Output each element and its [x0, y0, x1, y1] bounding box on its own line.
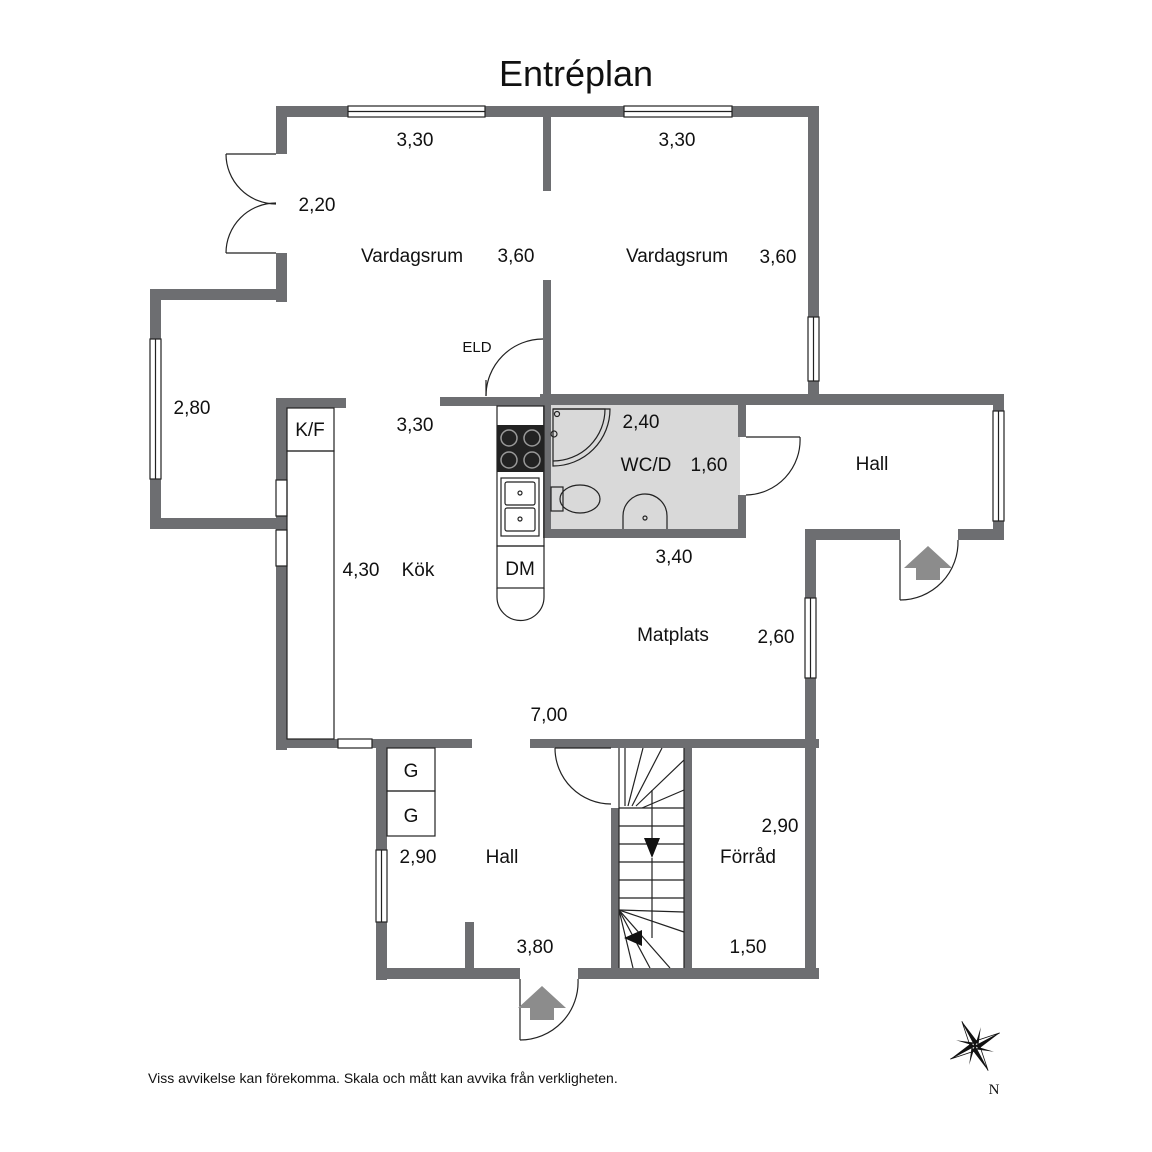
room-label-vardagsrum-right: Vardagsrum: [626, 246, 728, 267]
room-label-vardagsrum-left: Vardagsrum: [361, 246, 463, 267]
sink-icon: [500, 477, 540, 537]
dimension-label: 3,40: [656, 547, 693, 568]
wall-bay-bottom: [150, 518, 287, 529]
stairs: [618, 747, 685, 969]
dimension-label: 2,80: [174, 398, 211, 419]
wall-wc-bottom: [543, 529, 746, 538]
wc-floor: [548, 405, 740, 531]
wall-lower-bottom-left: [376, 968, 520, 979]
wall-storage-left: [684, 739, 692, 979]
wall-lower-bottom-right: [578, 968, 819, 979]
wall-kitchen-top-stub: [276, 398, 346, 408]
room-label-wc: WC/D: [621, 455, 672, 476]
fixture-label-g2: G: [404, 806, 419, 827]
wall-middle-left: [440, 397, 548, 406]
wall-stair-left: [611, 808, 619, 979]
wall-left-upper: [276, 106, 287, 154]
room-label-forrad: Förråd: [720, 847, 776, 868]
dimension-label: 2,40: [623, 412, 660, 433]
wall-middle-right: [540, 394, 1004, 405]
window-kitchen-1: [275, 479, 288, 517]
dimension-label: 1,50: [730, 937, 767, 958]
wall-wc-right: [738, 397, 746, 437]
entrance-arrow-right: [904, 546, 952, 580]
compass-north-label: N: [989, 1082, 1000, 1098]
wall-wc-right-2: [738, 495, 746, 538]
dimension-label: 3,80: [517, 937, 554, 958]
wall-hall-bottom-left: [805, 529, 900, 540]
fixture-label-g1: G: [404, 761, 419, 782]
toilet-icon: [550, 486, 564, 512]
entrance-arrow-bottom: [518, 986, 566, 1020]
wall-living-divider-top: [543, 117, 551, 191]
dimension-label: 2,90: [762, 816, 799, 837]
wall-hall-bottom-right: [958, 529, 1004, 540]
wall-living-divider-mid: [543, 280, 551, 405]
compass-rose-icon: [950, 1021, 1000, 1071]
wall-storage-right: [805, 739, 816, 979]
dimension-label: 2,60: [758, 627, 795, 648]
wall-wc-left: [543, 397, 551, 537]
stair-arrow-left-icon: [624, 930, 642, 946]
wall-bay-top: [150, 289, 287, 300]
wall-left-upper-2: [276, 253, 287, 302]
kitchen-fixtures: [286, 405, 545, 740]
wall-lower-stub: [465, 922, 474, 972]
wall-kitchen-bottom-right: [530, 739, 819, 748]
dimension-label: 3,30: [397, 130, 434, 151]
stair-arrow-down-icon: [644, 838, 660, 858]
dimension-label: 3,60: [760, 247, 797, 268]
dimension-label: 3,30: [397, 415, 434, 436]
dimension-label: 1,60: [691, 455, 728, 476]
dimension-label: 4,30: [343, 560, 380, 581]
wall-kitchen-bottom-left: [276, 739, 472, 748]
plan-title: Entréplan: [499, 53, 653, 94]
disclaimer-text: Viss avvikelse kan förekomma. Skala och …: [148, 1070, 618, 1086]
dimension-label: 2,20: [299, 195, 336, 216]
fixture-label-dm: DM: [505, 559, 535, 580]
window-kitchen-2: [275, 529, 288, 567]
dimension-label: 3,60: [498, 246, 535, 267]
room-label-hall-right: Hall: [856, 454, 889, 475]
washbasin-icon: [622, 493, 668, 529]
wall-right-upper: [808, 106, 819, 404]
wall-left-kitchen: [276, 398, 287, 750]
room-label-hall-bottom: Hall: [486, 847, 519, 868]
wc-fixtures: [550, 408, 668, 529]
room-label-kok: Kök: [402, 560, 435, 581]
fixture-label-kf: K/F: [295, 420, 325, 441]
doors: [225, 153, 959, 1041]
window-kitchen-bottom: [337, 738, 373, 749]
wall-top: [276, 106, 819, 117]
dimension-label: 3,30: [659, 130, 696, 151]
fixture-label-eld: ELD: [462, 339, 491, 356]
dimension-label: 2,90: [400, 847, 437, 868]
dimension-label: 7,00: [531, 705, 568, 726]
windows: [149, 105, 1005, 923]
room-label-matplats: Matplats: [637, 625, 709, 646]
closets: [386, 747, 436, 837]
